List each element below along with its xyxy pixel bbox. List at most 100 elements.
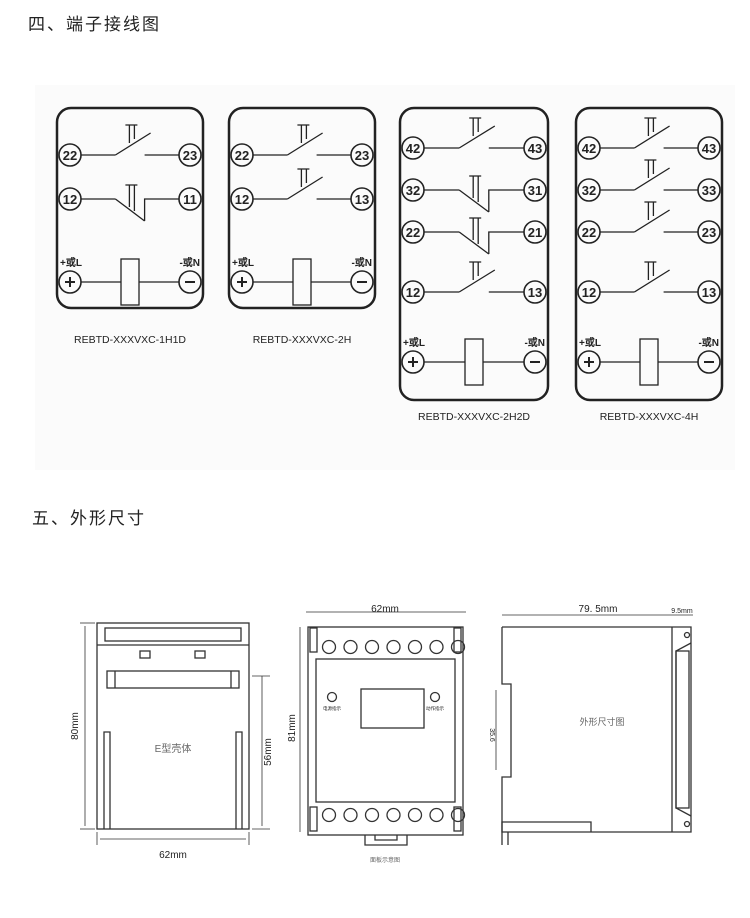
terminal-label: 43 — [528, 141, 542, 156]
front-inner-height-label: 56mm — [263, 738, 274, 766]
actuator-mark — [644, 159, 657, 178]
relay-housing — [55, 106, 205, 310]
relay-model-caption: REBTD-XXXVXC-2H — [253, 334, 352, 346]
relay-housing — [227, 106, 377, 310]
terminal-label: 12 — [63, 192, 77, 207]
coil-symbol — [464, 338, 484, 386]
relay-model-caption: REBTD-XXXVXC-1H1D — [74, 334, 186, 346]
actuator-mark — [469, 117, 482, 136]
front-view-drawing — [80, 622, 270, 845]
terminal-label: 22 — [63, 148, 77, 163]
panel-height-label: 81mm — [287, 714, 298, 742]
terminal-label: 43 — [702, 141, 716, 156]
coil-positive-label: +或L — [579, 336, 601, 349]
terminal-circle — [321, 639, 337, 655]
terminal-circle — [429, 807, 444, 823]
contact-lever — [634, 269, 670, 293]
coil-negative-label: -或N — [351, 256, 372, 269]
terminal-circle — [450, 807, 466, 823]
contact-lever — [458, 125, 496, 149]
terminal-label: 33 — [702, 183, 716, 198]
terminal-label: 12 — [235, 192, 249, 207]
contact-lever — [287, 132, 323, 156]
terminal-label: 12 — [406, 285, 420, 300]
wiring-diagram-area — [35, 85, 735, 470]
contact-wire — [488, 231, 524, 254]
contact-lever — [634, 125, 670, 149]
terminal-label: 42 — [406, 141, 420, 156]
terminal-label: 42 — [582, 141, 596, 156]
contact-lever — [115, 198, 145, 222]
side-view-drawing — [495, 614, 693, 845]
terminal-circle — [343, 639, 358, 655]
contact-lever — [458, 231, 490, 255]
relay-housing — [574, 106, 724, 402]
actuator-mark — [469, 217, 482, 244]
actuator-mark — [469, 175, 482, 202]
coil-symbol — [292, 258, 312, 306]
terminal-label: 13 — [702, 285, 716, 300]
relay-diagram-4: 42 43 32 33 22 23 12 13 +或L -或N — [574, 106, 724, 402]
rail-width-label: 35.6 — [488, 728, 495, 742]
terminal-label: 32 — [582, 183, 596, 198]
relay-housing — [398, 106, 550, 402]
side-view-label: 外形尺寸图 — [579, 716, 624, 727]
terminal-circle — [429, 639, 444, 655]
terminal-circle — [450, 639, 466, 655]
front-width-label: 62mm — [159, 850, 187, 861]
contact-lever — [634, 209, 670, 233]
terminal-label: 22 — [406, 225, 420, 240]
plus-icon — [65, 277, 75, 287]
coil-positive-label: +或L — [403, 336, 425, 349]
contact-lever — [458, 269, 496, 293]
terminal-label: 11 — [183, 192, 197, 207]
actuator-mark — [297, 124, 310, 143]
plus-icon — [408, 357, 418, 367]
actuator-mark — [644, 201, 657, 220]
terminal-label: 32 — [406, 183, 420, 198]
actuator-mark — [644, 261, 657, 280]
actuator-mark — [297, 168, 310, 187]
contact-lever — [458, 189, 490, 213]
terminal-label: 23 — [183, 148, 197, 163]
panel-caption: 面板示意图 — [370, 856, 400, 864]
terminal-circle — [321, 807, 337, 823]
coil-negative-label: -或N — [698, 336, 719, 349]
terminal-circle — [407, 807, 423, 823]
section-title-wiring: 四、端子接线图 — [28, 15, 161, 35]
front-height-label: 80mm — [70, 712, 81, 740]
side-extra-label: 9.5mm — [671, 608, 693, 615]
terminal-label: 31 — [528, 183, 542, 198]
terminal-circle — [386, 639, 401, 655]
contact-lever — [115, 132, 151, 156]
panel-width-label: 62mm — [371, 604, 399, 615]
actuator-mark — [125, 124, 138, 143]
side-depth-label: 79. 5mm — [579, 604, 618, 615]
front-view-label: E型壳体 — [155, 742, 192, 755]
terminal-circle — [364, 807, 380, 823]
relay-model-caption: REBTD-XXXVXC-4H — [600, 411, 699, 423]
terminal-label: 22 — [235, 148, 249, 163]
terminal-circle — [343, 807, 358, 823]
coil-negative-label: -或N — [524, 336, 545, 349]
terminal-label: 12 — [582, 285, 596, 300]
terminal-circle — [364, 639, 380, 655]
coil-positive-label: +或L — [60, 256, 82, 269]
terminal-circle — [407, 639, 423, 655]
plus-icon — [237, 277, 247, 287]
power-indicator-label: 电源指示 — [323, 705, 341, 712]
actuator-mark — [469, 261, 482, 280]
terminal-label: 22 — [582, 225, 596, 240]
contact-lever — [634, 167, 670, 191]
section-title-dimensions: 五、外形尺寸 — [32, 509, 146, 529]
panel-view-drawing — [299, 611, 466, 846]
terminal-label: 21 — [528, 225, 542, 240]
terminal-label: 23 — [702, 225, 716, 240]
plus-icon — [584, 357, 594, 367]
terminal-label: 13 — [355, 192, 369, 207]
